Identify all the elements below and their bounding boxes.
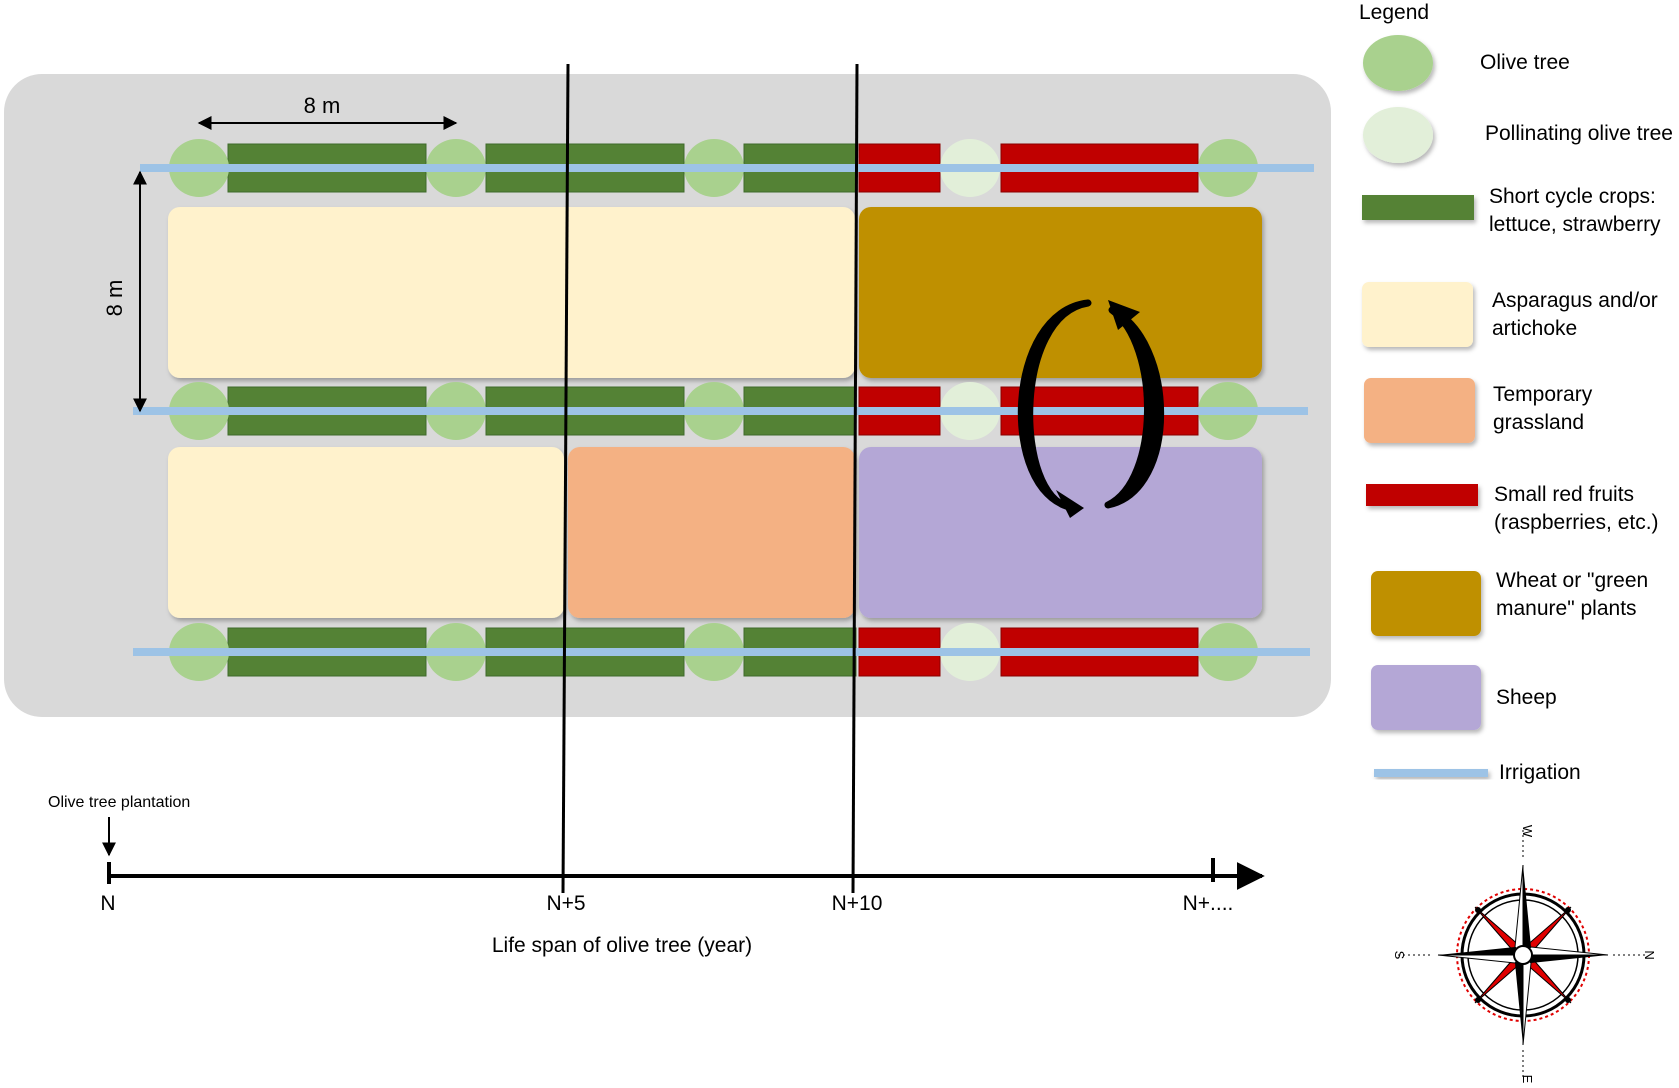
legend-swatch-sheep <box>1371 665 1481 730</box>
divider-n10 <box>851 63 859 894</box>
legend: Legend Olive tree Pollinating olive tree… <box>1359 1 1673 784</box>
compass-rose-icon: W N E S <box>1392 825 1657 1084</box>
timeline-axis-title: Life span of olive tree (year) <box>492 934 752 957</box>
divider-n5 <box>561 63 570 894</box>
compass-label-w: W <box>1520 825 1535 838</box>
grassland-block <box>568 447 855 618</box>
timeline: Olive tree plantation N N+5 N+10 N+.... … <box>48 794 1265 957</box>
legend-label-temporary-grassland: Temporary grassland <box>1493 383 1598 434</box>
legend-swatch-wheat-green-manure <box>1371 571 1481 636</box>
legend-swatch-temporary-grassland <box>1364 378 1475 443</box>
legend-label-sheep: Sheep <box>1496 686 1557 709</box>
compass-label-s: S <box>1392 951 1407 960</box>
legend-label-asparagus-artichoke: Asparagus and/or artichoke <box>1492 289 1664 340</box>
asparagus-block-top <box>168 207 855 378</box>
tick-label-n10: N+10 <box>832 892 883 915</box>
crop-blocks <box>168 207 1262 618</box>
legend-swatch-asparagus-artichoke <box>1362 282 1473 347</box>
plantation-label: Olive tree plantation <box>48 794 190 811</box>
legend-swatch-short-cycle-crops <box>1362 195 1474 220</box>
compass-center <box>1513 945 1533 965</box>
irrigation-line <box>140 164 1314 172</box>
legend-swatch-irrigation <box>1374 769 1488 777</box>
legend-swatch-pollinating-olive-tree <box>1363 107 1433 163</box>
compass-label-e: E <box>1520 1075 1535 1084</box>
sheep-block <box>859 447 1262 618</box>
legend-label-olive-tree: Olive tree <box>1480 51 1570 74</box>
tick-label-n-more: N+.... <box>1183 892 1234 915</box>
asparagus-block-bottom <box>168 447 564 618</box>
compass-label-n: N <box>1642 950 1657 959</box>
tick-label-n: N <box>100 892 115 915</box>
tree-row-3 <box>133 623 1310 681</box>
rotation-arrows <box>1017 299 1165 518</box>
legend-label-pollinating-olive-tree: Pollinating olive tree <box>1485 122 1673 145</box>
tick-label-n5: N+5 <box>546 892 585 915</box>
dimension-label-horizontal: 8 m <box>304 93 341 118</box>
rotation-arrow-right <box>1104 306 1165 509</box>
tree-row-2 <box>133 382 1308 440</box>
legend-label-irrigation: Irrigation <box>1499 761 1581 784</box>
tree-rows <box>133 139 1314 681</box>
legend-label-wheat-green-manure: Wheat or "green manure" plants <box>1496 569 1654 620</box>
legend-label-short-cycle-crops: Short cycle crops: lettuce, strawberry <box>1489 185 1662 236</box>
dimension-label-vertical: 8 m <box>102 280 127 317</box>
rotation-arrowhead-left <box>1056 490 1084 518</box>
irrigation-line <box>133 407 1308 415</box>
tree-row-1 <box>140 139 1314 197</box>
rotation-arrowhead-right <box>1108 300 1140 330</box>
wheat-block <box>859 207 1262 378</box>
legend-title: Legend <box>1359 1 1429 24</box>
legend-swatch-small-red-fruits <box>1366 484 1478 506</box>
irrigation-line <box>133 648 1310 656</box>
legend-label-small-red-fruits: Small red fruits (raspberries, etc.) <box>1494 483 1659 534</box>
legend-swatch-olive-tree <box>1363 35 1433 91</box>
